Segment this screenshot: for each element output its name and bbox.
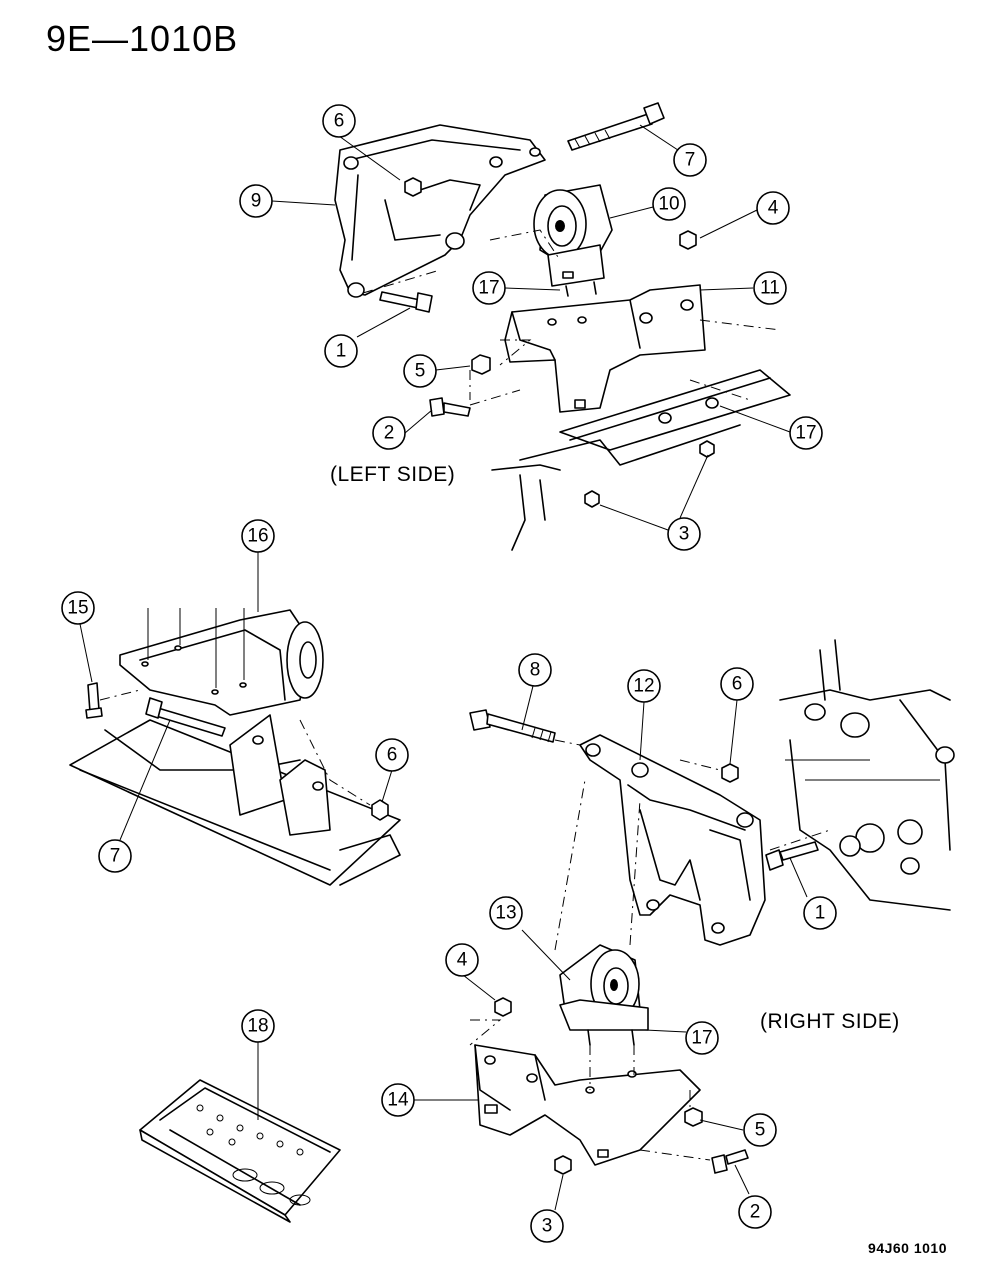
svg-text:5: 5 (755, 1120, 766, 1141)
callout-left-1: 1 (324, 334, 358, 368)
svg-text:17: 17 (795, 423, 816, 444)
svg-text:6: 6 (387, 745, 398, 766)
callout-right-1: 1 (803, 896, 837, 930)
callout-right-5: 5 (743, 1113, 777, 1147)
left-mount-bracket (334, 124, 546, 298)
right-mount-bracket (579, 734, 766, 946)
mid-nut-6 (371, 799, 389, 821)
svg-text:4: 4 (457, 950, 468, 971)
svg-text:10: 10 (658, 194, 679, 215)
drawing-code: 94J60 1010 (868, 1240, 947, 1256)
callout-mid-16: 16 (241, 519, 275, 553)
svg-text:8: 8 (530, 660, 541, 681)
svg-text:1: 1 (336, 341, 347, 362)
page-title: 9E—1010B (46, 18, 239, 59)
mid-long-bolt (145, 697, 226, 737)
callout-left-4: 4 (756, 191, 790, 225)
left-support-bracket (504, 284, 706, 413)
svg-text:2: 2 (750, 1202, 761, 1223)
svg-text:13: 13 (495, 903, 516, 924)
callout-mid-7: 7 (98, 839, 132, 873)
svg-text:2: 2 (384, 423, 395, 444)
callout-right-2: 2 (738, 1195, 772, 1229)
left-nut-3a (699, 440, 715, 458)
callout-right-4: 4 (445, 943, 479, 977)
svg-text:16: 16 (247, 526, 268, 547)
left-nut-3b (584, 490, 600, 508)
callout-right-17: 17 (685, 1021, 719, 1055)
left-bolt-1 (379, 291, 433, 313)
left-nut-5 (471, 354, 491, 375)
left-through-bolt (567, 102, 665, 151)
callout-left-17a: 17 (472, 271, 506, 305)
svg-text:5: 5 (415, 361, 426, 382)
right-side-assembly (469, 639, 955, 1175)
svg-text:3: 3 (679, 524, 690, 545)
callout-left-17b: 17 (789, 416, 823, 450)
right-insulator (559, 944, 649, 1046)
callout-left-3: 3 (667, 517, 701, 551)
right-bolt-1 (765, 841, 819, 871)
left-frame-rail (491, 369, 791, 551)
svg-text:9: 9 (251, 191, 262, 212)
callout-left-5: 5 (403, 354, 437, 388)
right-nut-5 (684, 1107, 703, 1127)
svg-text:6: 6 (732, 674, 743, 695)
callout-left-9: 9 (239, 184, 273, 218)
svg-text:17: 17 (691, 1028, 712, 1049)
left-nut-4 (679, 230, 697, 250)
left-side-label: (LEFT SIDE) (330, 463, 456, 486)
engine-block (779, 639, 955, 911)
callout-bot-18: 18 (241, 1009, 275, 1043)
callout-left-2: 2 (372, 416, 406, 450)
callout-left-11: 11 (753, 271, 787, 305)
callout-right-13: 13 (489, 896, 523, 930)
middle-assembly (69, 608, 401, 886)
right-nut-3 (554, 1155, 572, 1175)
svg-text:1: 1 (815, 903, 826, 924)
callout-left-7: 7 (673, 143, 707, 177)
svg-text:11: 11 (760, 278, 780, 299)
right-nut-4 (494, 997, 512, 1017)
svg-text:7: 7 (685, 150, 696, 171)
svg-text:6: 6 (334, 111, 345, 132)
svg-text:12: 12 (633, 676, 654, 697)
right-bolt-2 (711, 1149, 749, 1174)
mid-insulator (119, 608, 324, 716)
left-insulator (533, 184, 613, 297)
callout-mid-15: 15 (61, 591, 95, 625)
callout-left-6: 6 (322, 104, 356, 138)
right-nut-6 (721, 763, 739, 783)
callout-mid-6: 6 (375, 738, 409, 772)
left-side-assembly (334, 102, 791, 551)
left-bracket-nut (404, 177, 422, 197)
right-support-bracket (474, 1044, 701, 1166)
svg-text:4: 4 (768, 198, 779, 219)
svg-text:18: 18 (247, 1016, 268, 1037)
callout-left-10: 10 (652, 187, 686, 221)
left-bolt-2 (429, 397, 471, 417)
callout-right-8: 8 (518, 653, 552, 687)
svg-text:15: 15 (67, 598, 88, 619)
callout-right-14: 14 (381, 1083, 415, 1117)
mid-bolt-15 (85, 682, 103, 719)
svg-text:17: 17 (478, 278, 499, 299)
part-18-pad (139, 1079, 341, 1223)
right-side-label: (RIGHT SIDE) (760, 1010, 900, 1033)
callout-right-12: 12 (627, 669, 661, 703)
callout-right-3: 3 (530, 1209, 564, 1243)
svg-text:3: 3 (542, 1216, 553, 1237)
svg-text:14: 14 (387, 1090, 409, 1111)
callouts: 6 7 9 10 4 17 11 1 5 2 17 3 16 15 6 7 8 … (61, 104, 837, 1243)
leader-lines (79, 124, 808, 1211)
callout-right-6: 6 (720, 667, 754, 701)
right-long-bolt (469, 709, 556, 743)
svg-text:7: 7 (110, 846, 121, 867)
